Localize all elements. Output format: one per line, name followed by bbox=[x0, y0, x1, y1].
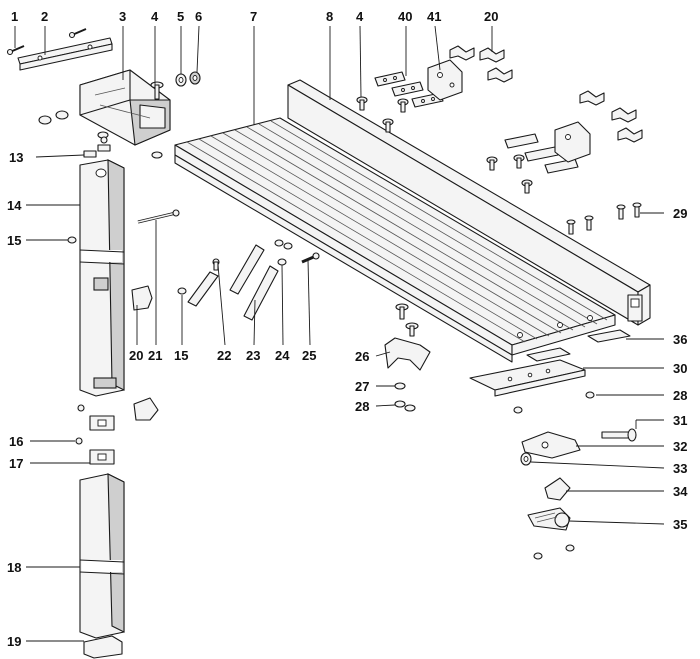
callout-17: 17 bbox=[9, 456, 23, 471]
callout-29: 29 bbox=[673, 206, 687, 221]
callout-28-right: 28 bbox=[673, 388, 687, 403]
pin-31-part bbox=[601, 428, 637, 442]
callout-20-mid: 20 bbox=[129, 348, 143, 363]
screws-13-part bbox=[83, 136, 111, 158]
nut-27-28-part bbox=[394, 382, 416, 412]
callout-41: 41 bbox=[427, 9, 441, 24]
callout-15-left: 15 bbox=[7, 233, 21, 248]
mounting-plate-30-part bbox=[469, 359, 595, 414]
slide-plates-36-part bbox=[526, 329, 631, 362]
link-23-part bbox=[229, 244, 279, 321]
clip-34-part bbox=[544, 477, 571, 501]
callout-6: 6 bbox=[195, 9, 202, 24]
bracket-part bbox=[79, 69, 171, 146]
callout-30: 30 bbox=[673, 361, 687, 376]
callout-40: 40 bbox=[398, 9, 412, 24]
nut-part bbox=[189, 71, 201, 85]
block-parts-part bbox=[75, 404, 115, 465]
table-top-part bbox=[174, 117, 616, 363]
callout-23: 23 bbox=[246, 348, 260, 363]
screw-part bbox=[6, 28, 87, 56]
callout-33: 33 bbox=[673, 461, 687, 476]
hinge-32-part bbox=[521, 431, 581, 459]
callout-26: 26 bbox=[355, 349, 369, 364]
bracket-26-part bbox=[384, 303, 431, 371]
callout-13: 13 bbox=[9, 150, 23, 165]
callout-21: 21 bbox=[148, 348, 162, 363]
leader-lines bbox=[14, 25, 665, 642]
link-22-part bbox=[187, 258, 220, 307]
mounting-strip-part bbox=[17, 37, 113, 71]
angle-plate-part bbox=[427, 59, 591, 163]
callout-18: 18 bbox=[7, 560, 21, 575]
washer-part bbox=[175, 73, 187, 87]
clip-20-part bbox=[131, 285, 159, 421]
callout-8: 8 bbox=[326, 9, 333, 24]
small-nuts-part bbox=[38, 110, 163, 159]
callout-35: 35 bbox=[673, 517, 687, 532]
end-cap-part bbox=[83, 635, 123, 659]
callout-32: 32 bbox=[673, 439, 687, 454]
callout-2: 2 bbox=[41, 9, 48, 24]
washer-33-part bbox=[520, 452, 532, 466]
callout-22: 22 bbox=[217, 348, 231, 363]
screw-25-part bbox=[301, 252, 320, 264]
callout-7: 7 bbox=[250, 9, 257, 24]
small-parts-15-part bbox=[67, 236, 187, 295]
callout-27: 27 bbox=[355, 379, 369, 394]
carriage-bolt-part bbox=[356, 96, 533, 194]
callout-4-right: 4 bbox=[356, 9, 364, 24]
callout-31: 31 bbox=[673, 413, 687, 428]
callout-20-top: 20 bbox=[484, 9, 498, 24]
washer-24-part bbox=[274, 239, 293, 266]
callout-3: 3 bbox=[119, 9, 126, 24]
profile-leg-part bbox=[79, 473, 125, 639]
callout-24: 24 bbox=[275, 348, 290, 363]
callout-14: 14 bbox=[7, 198, 22, 213]
callout-34: 34 bbox=[673, 484, 688, 499]
callout-5: 5 bbox=[177, 9, 184, 24]
callout-19: 19 bbox=[7, 634, 21, 649]
callout-28-mid: 28 bbox=[355, 399, 369, 414]
rail-part bbox=[287, 79, 651, 326]
lever-handle-35-part bbox=[527, 507, 575, 560]
bolt-part bbox=[150, 81, 164, 100]
callout-15-mid: 15 bbox=[174, 348, 188, 363]
callout-36: 36 bbox=[673, 332, 687, 347]
wing-nut-part bbox=[449, 45, 643, 143]
callout-1: 1 bbox=[11, 9, 18, 24]
upright-post-part bbox=[79, 159, 125, 397]
callout-25: 25 bbox=[302, 348, 316, 363]
callout-16: 16 bbox=[9, 434, 23, 449]
callout-labels: 1 2 3 4 5 6 7 8 4 40 41 20 13 14 15 29 2… bbox=[7, 9, 688, 649]
screw-part-29 bbox=[566, 202, 642, 235]
callout-4: 4 bbox=[151, 9, 159, 24]
threaded-rod-part bbox=[137, 209, 180, 224]
